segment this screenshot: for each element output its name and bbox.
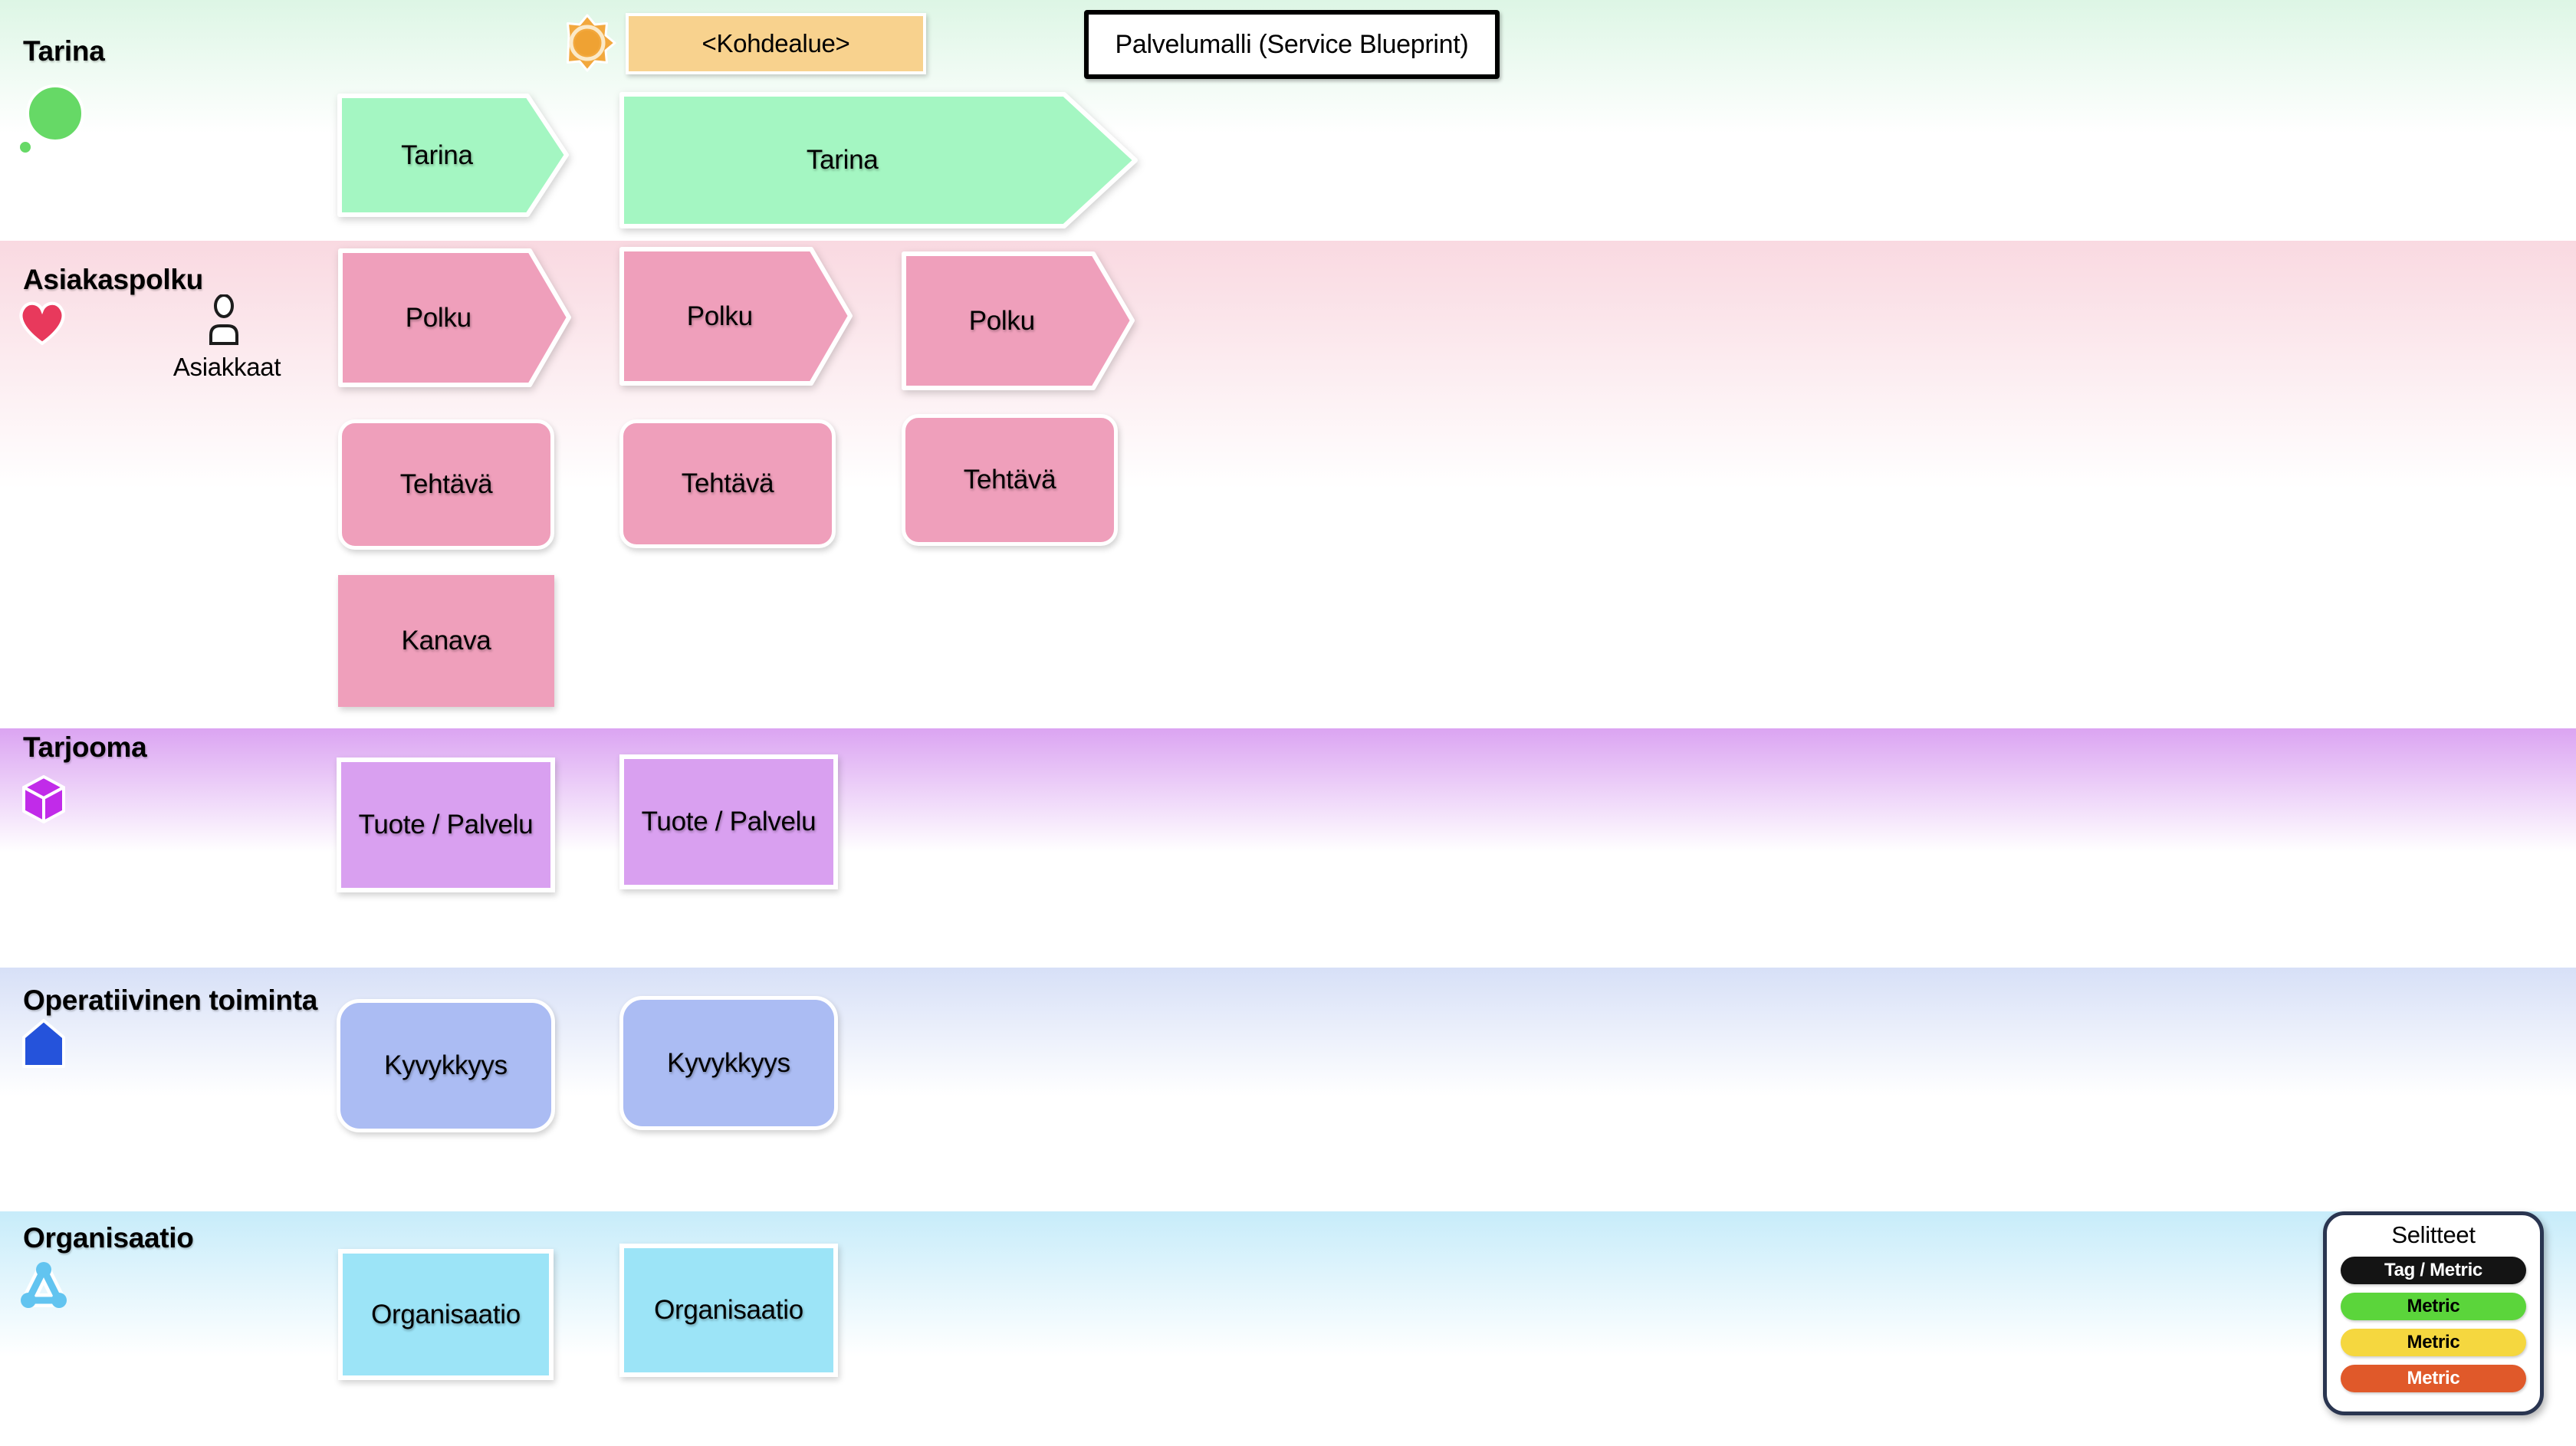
lane-label-organisaatio: Organisaatio xyxy=(23,1222,194,1254)
tehtava-card[interactable]: Tehtävä xyxy=(902,414,1118,546)
legend-title: Selitteet xyxy=(2391,1221,2476,1248)
legend-pill-tag-metric: Tag / Metric xyxy=(2341,1257,2526,1284)
polku-arrow[interactable]: Polku xyxy=(338,248,571,387)
person-icon xyxy=(209,294,238,345)
speech-bubble-icon xyxy=(17,84,84,156)
cube-icon xyxy=(22,775,65,823)
customers-label: Asiakkaat xyxy=(172,353,281,381)
tarina-arrow[interactable]: Tarina xyxy=(337,94,569,217)
organisaatio-card[interactable]: Organisaatio xyxy=(619,1244,838,1377)
polku-arrow[interactable]: Polku xyxy=(619,247,853,386)
diagram-title-box[interactable]: Palvelumalli (Service Blueprint) xyxy=(1084,10,1500,79)
tehtava-card[interactable]: Tehtävä xyxy=(619,419,836,548)
sun-icon xyxy=(567,14,616,72)
legend-pill-metric-green: Metric xyxy=(2341,1293,2526,1320)
polku-arrow[interactable]: Polku xyxy=(902,251,1135,390)
heart-icon xyxy=(19,301,65,346)
tuote-palvelu-card[interactable]: Tuote / Palvelu xyxy=(619,754,838,889)
lane-label-tarina: Tarina xyxy=(23,35,105,67)
organisaatio-card[interactable]: Organisaatio xyxy=(338,1249,554,1380)
lane-label-operatiivinen: Operatiivinen toiminta xyxy=(23,984,318,1016)
home-icon xyxy=(22,1019,65,1068)
target-area-box[interactable]: <Kohdealue> xyxy=(626,13,926,74)
kanava-card[interactable]: Kanava xyxy=(338,575,554,707)
diagram-title: Palvelumalli (Service Blueprint) xyxy=(1115,29,1469,59)
target-area-label: <Kohdealue> xyxy=(702,29,850,58)
lane-label-tarjooma: Tarjooma xyxy=(23,731,147,763)
legend-pill-metric-yellow: Metric xyxy=(2341,1329,2526,1356)
tehtava-card[interactable]: Tehtävä xyxy=(338,419,554,550)
tarina-arrow[interactable]: Tarina xyxy=(619,92,1138,228)
lane-label-asiakaspolku: Asiakaspolku xyxy=(23,264,203,295)
legend: Selitteet Tag / Metric Metric Metric Met… xyxy=(2323,1211,2544,1415)
kyvykkyys-card[interactable]: Kyvykkyys xyxy=(337,999,555,1132)
tuote-palvelu-card[interactable]: Tuote / Palvelu xyxy=(337,758,555,892)
legend-pill-metric-orange: Metric xyxy=(2341,1365,2526,1392)
kyvykkyys-card[interactable]: Kyvykkyys xyxy=(619,996,838,1130)
network-icon xyxy=(21,1262,67,1308)
